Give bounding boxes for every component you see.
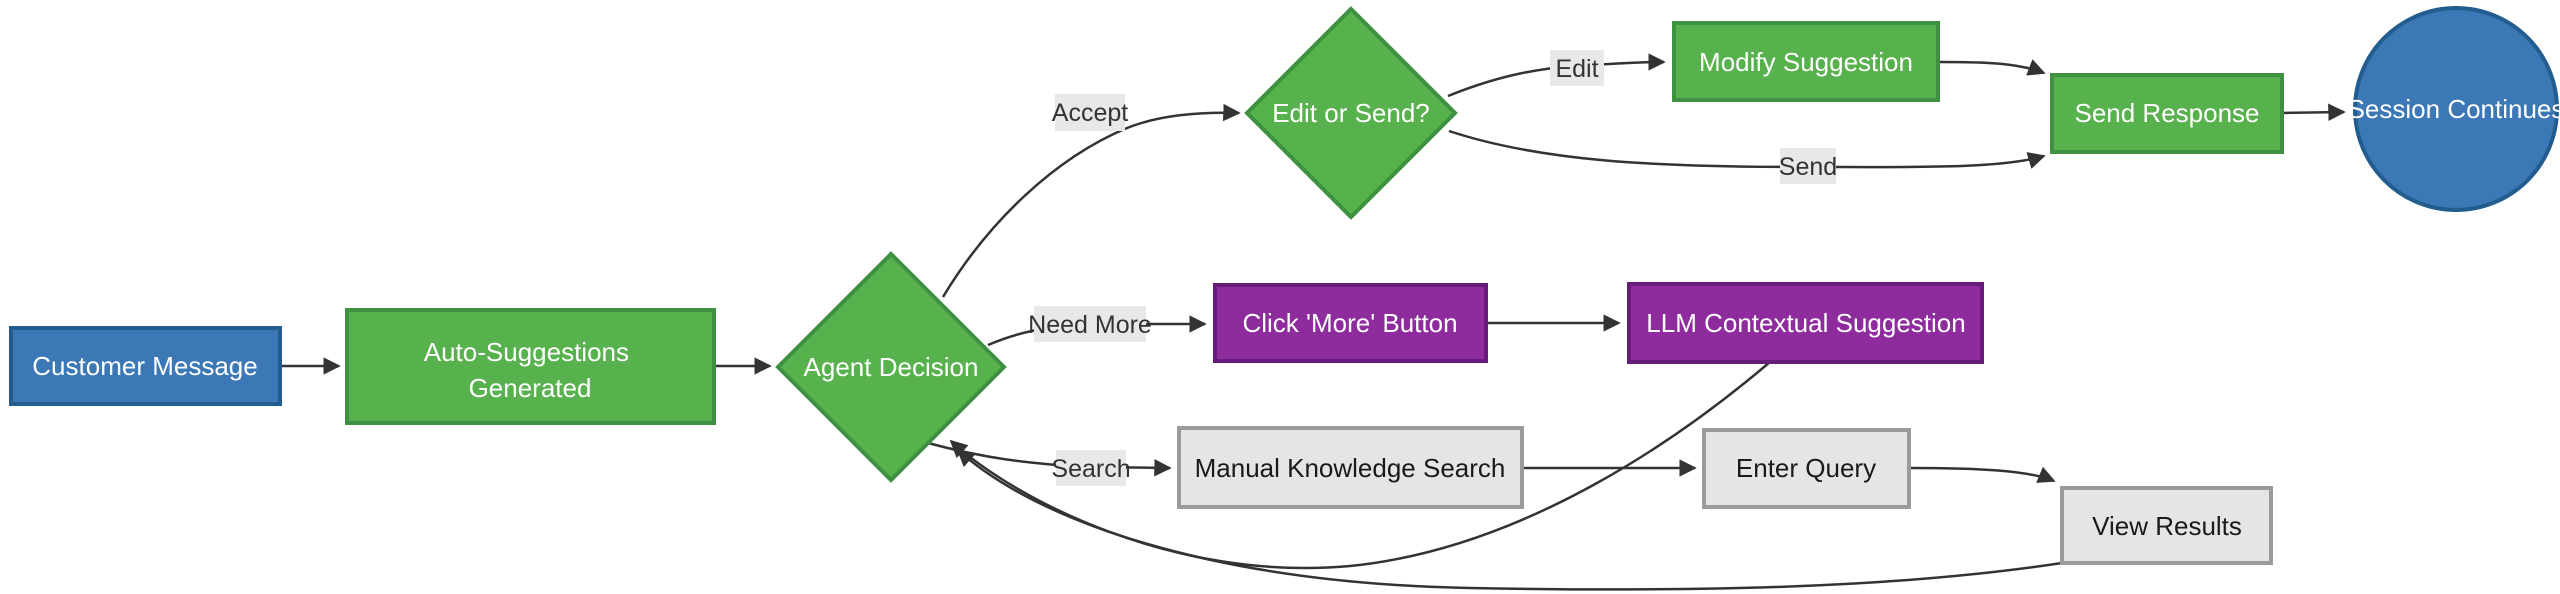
node-auto-suggestions-generated: Auto-Suggestions Generated	[345, 308, 716, 425]
node-label-line1: Auto-Suggestions	[424, 337, 629, 367]
node-shape	[1627, 282, 1984, 364]
edge-labels: Accept Edit Send Need More Search	[1028, 50, 1837, 486]
node-send-response: Send Response	[2050, 73, 2284, 154]
node-shape	[345, 308, 716, 425]
node-shape	[1672, 21, 1940, 102]
edge-label-bg	[1550, 50, 1604, 86]
node-shape	[2060, 486, 2273, 565]
node-shape	[1177, 426, 1524, 509]
node-edit-or-send: Edit or Send?	[1244, 6, 1458, 220]
node-customer-message: Customer Message	[9, 326, 282, 406]
node-label-line2: Generated	[469, 373, 592, 403]
node-label: View Results	[2092, 511, 2242, 541]
node-label: Modify Suggestion	[1699, 47, 1913, 77]
edge-llmsuggestion-loop-agentdecision	[949, 361, 1771, 570]
node-shape	[1702, 428, 1911, 509]
node-session-continues: Session Continues	[2348, 6, 2560, 212]
node-shape	[2050, 73, 2284, 154]
node-agent-decision: Agent Decision	[775, 251, 1007, 483]
edge-label-text: Send	[1779, 153, 1837, 181]
node-label: Manual Knowledge Search	[1195, 453, 1506, 483]
edge-label-text: Edit	[1555, 55, 1598, 83]
node-view-results: View Results	[2060, 486, 2273, 565]
node-label: Enter Query	[1736, 453, 1876, 483]
edge-agentdecision-accept-editorsend	[941, 103, 1241, 298]
edge-label-bg	[1056, 450, 1126, 486]
edge-label-edit: Edit	[1550, 50, 1604, 86]
edge-modify-to-sendresponse	[1937, 59, 2046, 76]
edge-label-bg	[1055, 94, 1125, 131]
edge-sendresponse-to-sessioncontinues	[2281, 103, 2346, 122]
node-label: Customer Message	[32, 351, 257, 381]
nodes: Customer Message Auto-Suggestions Genera…	[9, 6, 2560, 565]
node-llm-contextual-suggestion: LLM Contextual Suggestion	[1627, 282, 1984, 364]
edge-viewresults-loop-agentdecision	[956, 448, 2063, 591]
node-modify-suggestion: Modify Suggestion	[1672, 21, 1940, 102]
node-click-more-button: Click 'More' Button	[1213, 283, 1488, 363]
edge-label-text: Search	[1051, 455, 1130, 483]
node-shape	[775, 251, 1007, 483]
svg-text:Auto-Suggestions Gener: Auto-Suggestions Generated	[424, 337, 636, 403]
edge-label-text: Need More	[1028, 311, 1152, 339]
edge-label-bg	[1780, 148, 1836, 184]
edge-label-text: Accept	[1052, 99, 1128, 127]
node-shape	[1244, 6, 1458, 220]
edge-editorsend-send-sendresponse	[1448, 129, 2046, 169]
edge-enterquery-to-viewresults	[1908, 466, 2056, 483]
node-manual-knowledge-search: Manual Knowledge Search	[1177, 426, 1524, 509]
node-shape	[2353, 6, 2559, 212]
edge-label-search: Search	[1051, 450, 1131, 486]
node-shape	[9, 326, 282, 406]
node-label: Edit or Send?	[1272, 98, 1430, 128]
edge-label-send: Send	[1779, 148, 1837, 184]
node-label: Click 'More' Button	[1242, 308, 1457, 338]
edge-label-bg	[1034, 306, 1146, 342]
node-shape	[1213, 283, 1488, 363]
node-label: Agent Decision	[804, 352, 979, 382]
edge-label-need-more: Need More	[1028, 306, 1152, 342]
node-label: LLM Contextual Suggestion	[1646, 308, 1965, 338]
node-label: Send Response	[2074, 98, 2259, 128]
node-label: Session Continues	[2348, 94, 2560, 124]
node-enter-query: Enter Query	[1702, 428, 1911, 509]
edge-label-accept: Accept	[1052, 94, 1128, 131]
